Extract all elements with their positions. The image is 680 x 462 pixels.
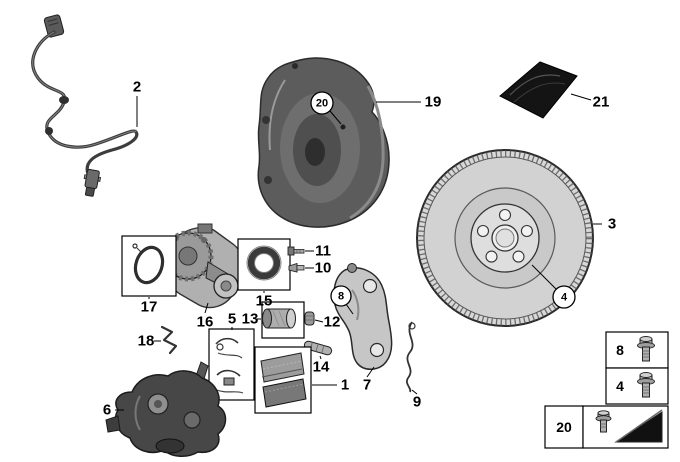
piston-box-drawing — [261, 301, 305, 339]
callout-7[interactable]: 7 — [363, 366, 375, 394]
callout-11[interactable]: 11 — [305, 243, 331, 260]
callout-label[interactable]: 13 — [242, 311, 259, 328]
callout-13[interactable]: 13 — [242, 311, 261, 328]
callout-6[interactable]: 6 — [103, 402, 124, 419]
callout-17[interactable]: 17 — [141, 297, 158, 316]
callout-circle[interactable] — [552, 285, 576, 309]
callout-label[interactable]: 11 — [315, 243, 331, 260]
callout-label[interactable]: 9 — [413, 394, 421, 411]
callout-label[interactable]: 2 — [133, 79, 141, 96]
brake-splash-shield-drawing — [257, 57, 390, 228]
callout-label[interactable]: 5 — [228, 311, 236, 328]
caliper-housing-drawing — [105, 361, 227, 457]
anti-rattle-spring-drawing — [406, 321, 416, 393]
o-ring-box-drawing — [121, 235, 177, 297]
retaining-spring-drawing — [160, 325, 178, 355]
callout-circle[interactable] — [310, 91, 334, 115]
legend-label-8[interactable]: 8 — [616, 342, 624, 358]
callout-label[interactable]: 17 — [141, 299, 158, 316]
callout-label[interactable]: 4 — [561, 292, 568, 304]
callout-label[interactable]: 19 — [425, 94, 442, 111]
legend-box-8 — [605, 331, 669, 369]
callout-label[interactable]: 8 — [338, 291, 344, 303]
bolt-icon — [595, 410, 612, 433]
legend-label-4[interactable]: 4 — [616, 378, 624, 394]
adhesive-patch-drawing — [499, 61, 578, 119]
guide-bushing-drawing — [304, 311, 315, 326]
fastener-legend — [544, 331, 669, 449]
callout-14[interactable]: 14 — [313, 355, 330, 376]
wheel-speed-sensor-drawing — [31, 14, 139, 197]
callout-label[interactable]: 21 — [593, 94, 610, 111]
callout-20-circled[interactable]: 20 — [310, 91, 342, 125]
callout-circle[interactable] — [330, 285, 352, 307]
legend-label-20[interactable]: 20 — [556, 419, 572, 435]
callout-label[interactable]: 20 — [316, 98, 328, 110]
callout-4-circled[interactable]: 4 — [531, 264, 576, 309]
piston-seal-box-drawing — [237, 238, 291, 291]
bolt-11-drawing — [287, 246, 305, 256]
callout-label[interactable]: 7 — [363, 377, 371, 394]
callout-label[interactable]: 1 — [341, 377, 349, 394]
callout-label[interactable]: 10 — [315, 260, 332, 277]
legend-box-4 — [605, 367, 669, 405]
callout-8-circled[interactable]: 8 — [330, 285, 354, 315]
callout-5[interactable]: 5 — [228, 311, 236, 331]
callout-label[interactable]: 14 — [313, 359, 330, 376]
callout-label[interactable]: 15 — [256, 293, 273, 310]
bleeder-screw-drawing — [288, 262, 305, 273]
callout-19[interactable]: 19 — [376, 94, 441, 111]
callout-18[interactable]: 18 — [138, 333, 161, 350]
brake-pads-box-drawing — [254, 346, 312, 414]
callout-12[interactable]: 12 — [314, 314, 341, 331]
bolt-icon — [637, 336, 655, 362]
callout-16[interactable]: 16 — [197, 302, 214, 331]
callout-15[interactable]: 15 — [256, 291, 273, 310]
callout-label[interactable]: 12 — [324, 314, 341, 331]
callout-label[interactable]: 18 — [138, 333, 155, 350]
callout-label[interactable]: 16 — [197, 314, 214, 331]
legend-box-20 — [544, 405, 584, 449]
callout-label[interactable]: 3 — [608, 216, 616, 233]
bolt-icon — [637, 372, 655, 398]
wedge-icon — [614, 409, 663, 443]
callout-10[interactable]: 10 — [305, 260, 331, 277]
callout-2[interactable]: 2 — [133, 79, 141, 128]
callout-1[interactable]: 1 — [312, 377, 349, 394]
callout-3[interactable]: 3 — [593, 216, 616, 233]
callout-label[interactable]: 6 — [103, 402, 111, 419]
guide-pin-drawing — [303, 340, 333, 356]
callout-21[interactable]: 21 — [570, 94, 610, 111]
callout-9[interactable]: 9 — [411, 389, 421, 411]
wear-sensor-box-drawing — [208, 328, 255, 401]
